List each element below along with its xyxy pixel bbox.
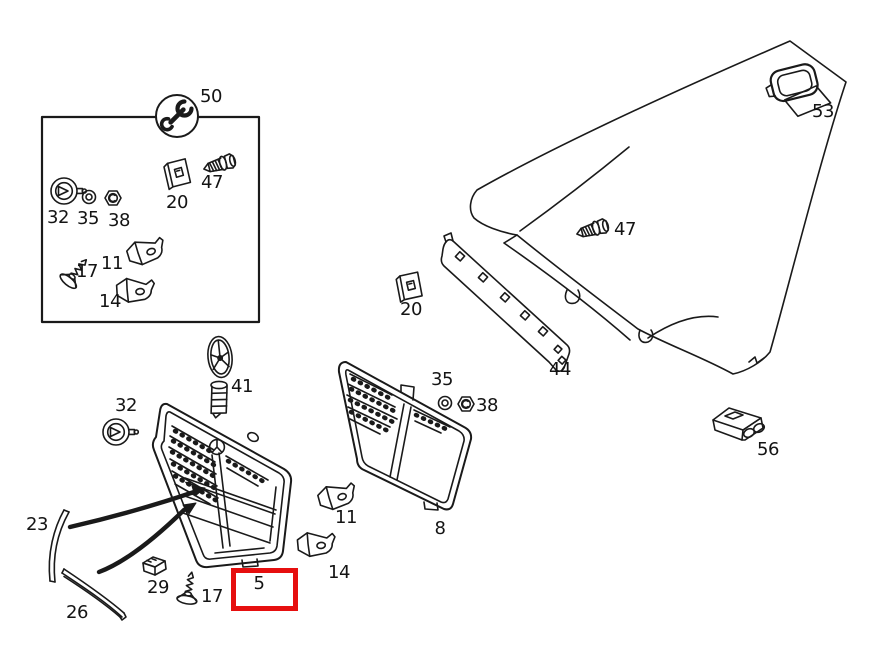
screw-17: [175, 569, 203, 607]
highlight-box: [231, 568, 298, 611]
part-label-47[interactable]: 47: [614, 219, 636, 240]
part-label-32[interactable]: 32: [115, 395, 137, 416]
part-label-17[interactable]: 17: [201, 586, 223, 607]
bracket-56: [712, 407, 766, 441]
screw-47: [574, 217, 611, 241]
part-label-35[interactable]: 35: [431, 369, 453, 390]
part-label-32[interactable]: 32: [47, 207, 69, 228]
trim-strip-23: [48, 509, 70, 583]
clip-29: [142, 556, 167, 576]
part-label-47[interactable]: 47: [201, 172, 223, 193]
part-label-38[interactable]: 38: [476, 395, 498, 416]
part-label-56[interactable]: 56: [757, 439, 779, 460]
pointer-arrow-2: [96, 502, 197, 575]
part-label-11[interactable]: 11: [101, 253, 123, 274]
part-label-35[interactable]: 35: [77, 208, 99, 229]
part-label-23[interactable]: 23: [26, 514, 48, 535]
wrench-badge: [155, 94, 199, 138]
part-label-44[interactable]: 44: [549, 359, 571, 380]
nut-38-kit: [104, 190, 122, 206]
part-label-14[interactable]: 14: [99, 291, 121, 312]
grommet-32-kit: [50, 177, 88, 205]
part-label-5-highlighted[interactable]: 5: [253, 573, 265, 594]
pointer-arrow-1: [67, 485, 206, 530]
part-label-20[interactable]: 20: [400, 299, 422, 320]
part-label-50[interactable]: 50: [200, 86, 222, 107]
washer-35-kit: [81, 189, 97, 205]
wrench-icon: [159, 99, 194, 132]
grille-frame-8: [337, 361, 473, 511]
trim-strip-26: [61, 568, 127, 621]
clip-nut-20-kit: [162, 157, 192, 191]
part-label-38[interactable]: 38: [108, 210, 130, 231]
clip-11-kit: [124, 236, 166, 267]
clip-14: [295, 529, 337, 560]
part-label-20[interactable]: 20: [166, 192, 188, 213]
part-label-29[interactable]: 29: [147, 577, 169, 598]
part-label-17[interactable]: 17: [76, 261, 98, 282]
grille-5[interactable]: [151, 402, 293, 569]
part-label-41[interactable]: 41: [231, 376, 253, 397]
part-label-26[interactable]: 26: [66, 602, 88, 623]
grommet-32: [102, 418, 140, 446]
clip-nut-20: [394, 271, 424, 304]
part-label-14[interactable]: 14: [328, 562, 350, 583]
part-label-11[interactable]: 11: [335, 507, 357, 528]
washer-35: [437, 395, 453, 411]
mounting-rail-44: [440, 232, 571, 372]
buffer-53: [765, 63, 832, 118]
parts-kit-box: [40, 115, 261, 324]
part-label-53[interactable]: 53: [812, 101, 834, 122]
star-emblem-41: [207, 335, 233, 419]
nut-38: [457, 396, 475, 412]
hood-outline: [469, 40, 847, 375]
part-label-8[interactable]: 8: [434, 518, 446, 539]
